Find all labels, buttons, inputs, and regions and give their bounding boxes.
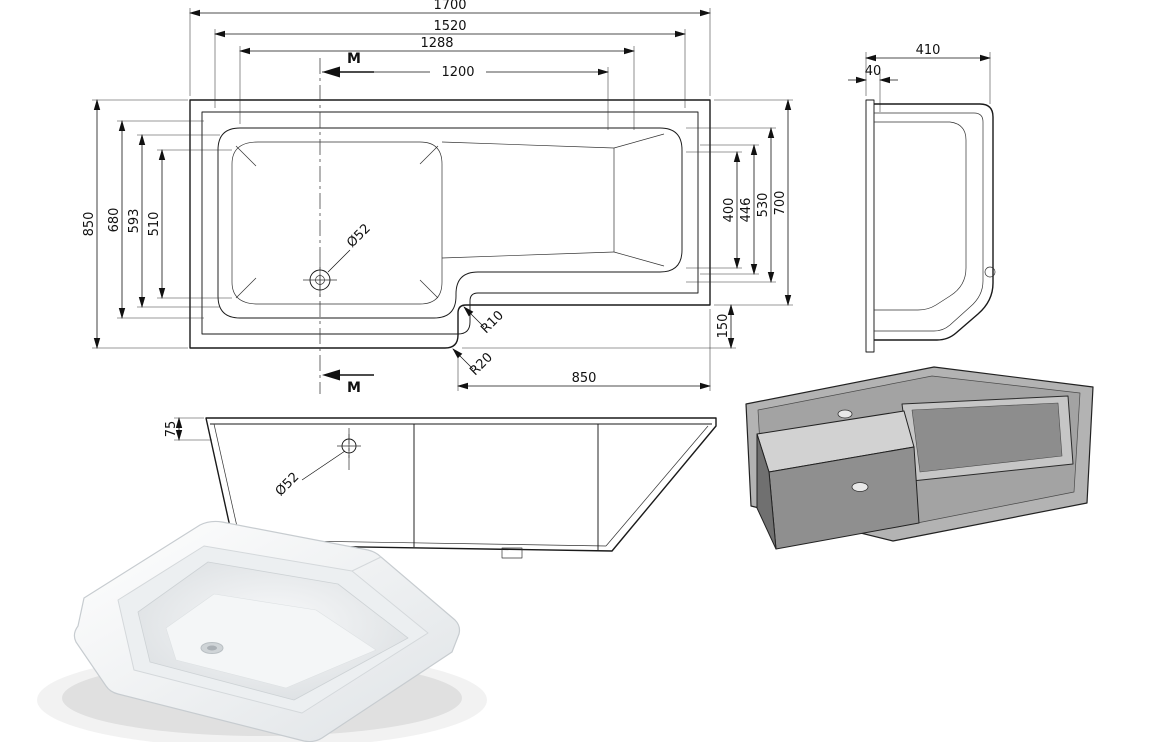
isometric-view <box>745 366 1094 550</box>
end-outer-profile <box>874 103 994 341</box>
front-dim-75: 75 <box>164 417 212 441</box>
front-right-inner-slope <box>605 425 709 547</box>
render-step-edge <box>351 556 382 572</box>
plan-rim-inner-line <box>201 111 699 335</box>
iso-shallow-tray-recess <box>911 402 1063 473</box>
dim-label-1520: 1520 <box>433 19 466 34</box>
end-rim-inner-profile <box>874 112 984 332</box>
plan-strip-floor-lines <box>441 133 665 267</box>
end-dim-410: 410 <box>865 43 991 62</box>
radius-label-r20: R20 <box>467 350 496 379</box>
end-section-outline <box>865 99 996 353</box>
dim-label-1200: 1200 <box>441 65 474 80</box>
dim-label-150: 150 <box>716 314 731 339</box>
plan-dim-593: 593 <box>127 134 146 308</box>
plan-dim-530: 530 <box>756 127 775 283</box>
plan-drain-label: Ø52 <box>344 221 374 251</box>
plan-extension-lines <box>92 8 793 391</box>
plan-view: Ø52 M M <box>82 0 793 396</box>
dim-label-1288: 1288 <box>420 36 453 51</box>
plan-dim-850-left: 850 <box>82 99 101 349</box>
dim-label-400: 400 <box>722 198 737 223</box>
radius-label-r10: R10 <box>478 308 507 337</box>
iso-overflow-hole <box>837 409 853 419</box>
dim-label-530: 530 <box>756 193 771 218</box>
plan-dim-700: 700 <box>773 99 792 306</box>
dim-label-1700: 1700 <box>433 0 466 13</box>
front-drain <box>337 434 361 458</box>
end-overflow-detail <box>984 266 996 278</box>
plan-dim-1700: 1700 <box>189 0 711 17</box>
iso-drain-hole <box>851 482 869 492</box>
front-drain-label: Ø52 <box>273 470 303 500</box>
plan-dim-1520: 1520 <box>214 19 686 38</box>
plan-corner-blend-lines <box>235 145 439 299</box>
section-mark-top: M <box>322 51 374 78</box>
plan-dim-510: 510 <box>147 149 166 299</box>
plan-dim-150: 150 <box>716 304 735 349</box>
end-tub-wall-profile <box>874 121 967 311</box>
photo-render <box>37 520 487 742</box>
plan-dim-400: 400 <box>722 151 741 269</box>
plan-tub-outline <box>217 127 683 319</box>
render-basin-floor <box>165 593 377 689</box>
plan-radius-r20: R20 <box>452 348 496 379</box>
section-letter-top: M <box>347 51 361 67</box>
front-foot-right <box>501 547 523 559</box>
plan-dim-1200: 1200 <box>322 65 609 80</box>
plan-outer-outline <box>189 99 711 349</box>
dim-label-446: 446 <box>739 198 754 223</box>
iso-deep-end-side <box>756 433 777 550</box>
plan-dim-446: 446 <box>739 144 758 275</box>
front-left-inner-slope <box>213 423 241 541</box>
drain-leader <box>327 249 351 273</box>
plan-dim-680: 680 <box>107 120 126 319</box>
plan-dim-850-bottom: 850 <box>457 371 711 390</box>
end-back-panel <box>865 99 875 353</box>
section-mark-bottom: M <box>322 369 374 396</box>
dim-label-700: 700 <box>773 191 788 216</box>
front-drain-leader <box>301 450 346 481</box>
dim-label-680: 680 <box>107 208 122 233</box>
end-extension-lines <box>865 52 991 112</box>
plan-floor-outline <box>231 141 443 305</box>
dim-label-510: 510 <box>147 212 162 237</box>
dim-label-75: 75 <box>164 421 179 438</box>
render-waste-hole-center <box>207 645 217 651</box>
dim-label-410: 410 <box>916 43 941 58</box>
dim-label-40: 40 <box>865 64 882 79</box>
end-dim-40: 40 <box>848 64 898 84</box>
end-section-view: 410 40 <box>848 43 996 353</box>
dim-label-593: 593 <box>127 209 142 234</box>
section-letter-bottom: M <box>347 380 361 396</box>
plan-dim-1288: 1288 <box>239 36 635 55</box>
dim-label-850-bottom: 850 <box>572 371 597 386</box>
plan-drain <box>303 263 337 297</box>
dim-label-850-left: 850 <box>82 212 97 237</box>
